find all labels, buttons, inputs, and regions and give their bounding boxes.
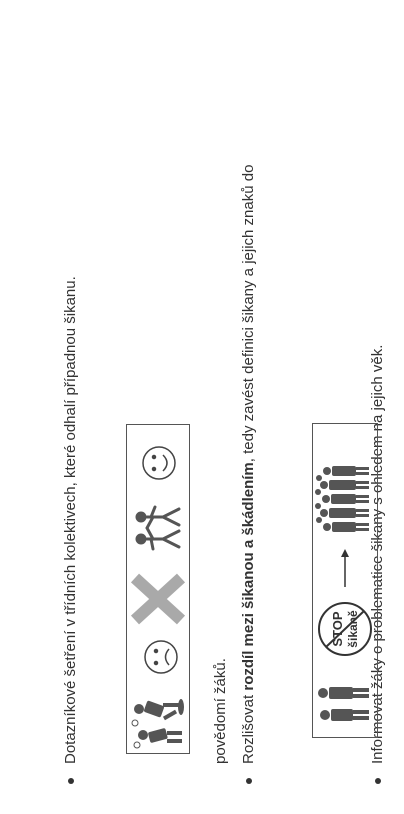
fight-icon [131, 699, 184, 749]
stop-text: STOP [330, 611, 345, 646]
group-of-people-icon [315, 466, 369, 532]
stop-sign-icon: STOP šikaně [318, 602, 372, 656]
item-2-continuation: povědomí žáků. [212, 658, 229, 764]
two-people-icon [318, 687, 369, 721]
friends-icon [135, 505, 181, 551]
sad-face-icon [144, 640, 178, 674]
item-3-text: Dotazníkové šetření v třídních kolektive… [62, 276, 79, 764]
bullet-2 [246, 778, 252, 784]
bullet-1 [375, 778, 381, 784]
stop-subtext: šikaně [346, 610, 360, 648]
bullet-3 [68, 778, 74, 784]
happy-face-icon [142, 446, 176, 480]
illustration-teasing-vs-bullying [126, 424, 190, 754]
item-2-prefix: Rozlišovat [240, 690, 257, 764]
item-2-bold: rozdíl mezi šikanou a škádlením [240, 462, 257, 691]
item-2-text: Rozlišovat rozdíl mezi šikanou a škádlen… [240, 165, 258, 764]
arrow-right-icon [341, 549, 349, 587]
cross-icon [130, 573, 186, 625]
item-2-suffix: , tedy zavést definici šikany a jejich z… [240, 164, 257, 463]
illustration-stop-bullying: STOP šikaně [312, 423, 378, 738]
